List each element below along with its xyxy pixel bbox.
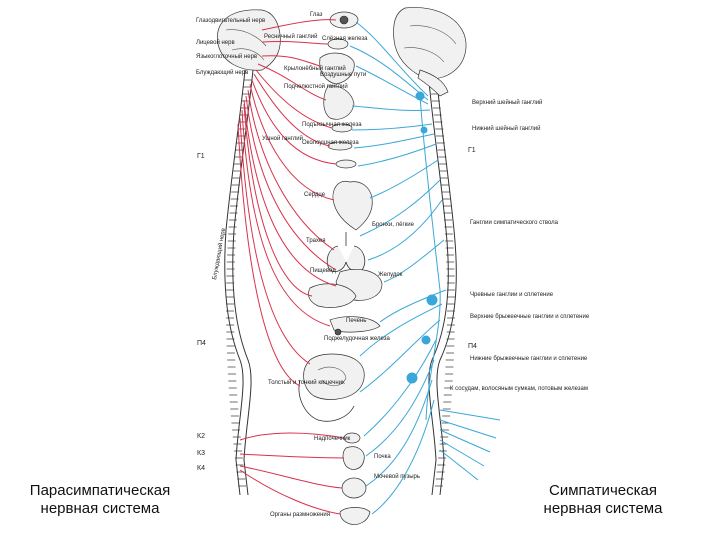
lungs-organ [326, 232, 366, 272]
parasympathetic-nerves [237, 19, 345, 515]
label-bronchi: Бронхи, лёгкие [372, 222, 415, 228]
sympathetic-caption: Симпатическая нервная система [528, 482, 678, 518]
label-otic: Ушной ганглий [262, 135, 303, 142]
sympathetic-caption-line1: Симпатическая [549, 482, 657, 499]
pancreas-organ [329, 316, 381, 333]
label-airways: Воздушные пути [320, 72, 366, 78]
label-l4-left: П4 [197, 340, 206, 347]
label-pancreas: Поджелудочная железа [324, 336, 390, 342]
label-intestines: Толстый и тонкий кишечник [268, 379, 345, 386]
label-esophagus: Пищевод [310, 268, 336, 274]
label-s2: К2 [197, 433, 205, 440]
label-ciliary: Ресничный ганглий [264, 33, 317, 40]
label-pterygo: Крылонёбный ганглий [284, 65, 346, 72]
label-celiac: Чревные ганглии и сплетение [470, 292, 554, 298]
parasympathetic-caption-line1: Парасимпатическая [29, 482, 171, 499]
right-labels: Верхний шейный ганглий Нижний шейный ган… [450, 99, 590, 392]
label-stomach: Желудок [378, 272, 403, 278]
label-s4: К4 [197, 465, 205, 472]
parasympathetic-caption: Парасимпатическая нервная система [10, 482, 190, 518]
label-s3: К3 [197, 450, 205, 457]
label-lacrimal: Слёзная железа [322, 36, 368, 42]
organs [298, 11, 383, 525]
label-lower-mesenteric: Нижние брыжеечные ганглии и сплетение [470, 356, 588, 362]
label-parotid: Околоушная железа [302, 140, 359, 146]
organ-labels: Глаз Слёзная железа Воздушные пути Подъя… [302, 12, 420, 480]
left-brain [217, 9, 281, 71]
label-reproductive: Органы размножения [270, 512, 330, 518]
label-salivary: Подъязычная железа [302, 122, 362, 128]
left-labels: Глазодвигательный нерв Лицевой нерв Язык… [196, 17, 348, 518]
kidney-organ [342, 446, 365, 470]
label-eye: Глаз [310, 12, 323, 18]
label-glossopharyngeal: Языкоглоточный нерв [196, 53, 257, 60]
label-upper-cervical: Верхний шейный ганглий [472, 99, 542, 106]
label-oculomotor: Глазодвигательный нерв [196, 17, 265, 24]
parasympathetic-caption-line2: нервная система [40, 500, 160, 517]
label-liver: Печень [346, 318, 366, 324]
label-submandibular-ganglion: Подчелюстной ганглий [284, 83, 348, 90]
label-t1-left: Г1 [197, 153, 205, 160]
label-heart: Сердце [304, 192, 326, 198]
liver-organ [308, 283, 357, 308]
label-sympathetic-trunk: Ганглии симпатического ствола [470, 220, 559, 226]
airways-organ [319, 52, 355, 85]
label-trachea: Трахея [306, 238, 326, 244]
right-brain [393, 7, 467, 97]
heart-organ [332, 180, 373, 231]
intestines-organ [303, 353, 365, 400]
label-hypogastric: К сосудам, волосяным сумкам, потовым жел… [450, 386, 588, 392]
salivary-organ [335, 159, 357, 169]
label-l4-right: П4 [468, 343, 477, 350]
sympathetic-nerves [349, 21, 501, 515]
label-adrenal: Надпочечник [314, 436, 351, 442]
label-kidney: Почка [374, 454, 391, 460]
label-lower-cervical: Нижний шейный ганглий [472, 125, 541, 132]
bladder-organ [341, 477, 367, 499]
label-bladder: Мочевой пузырь [374, 473, 420, 480]
label-upper-mesenteric: Верхние брыжеечные ганглии и сплетение [470, 314, 590, 320]
right-spinal-column [427, 69, 457, 496]
label-vagus: Блуждающий нерв [196, 69, 248, 76]
sympathetic-caption-line2: нервная система [543, 500, 663, 517]
label-facial: Лицевой нерв [196, 39, 235, 46]
reproductive-organ [339, 507, 371, 525]
label-t1-right: Г1 [468, 147, 476, 154]
